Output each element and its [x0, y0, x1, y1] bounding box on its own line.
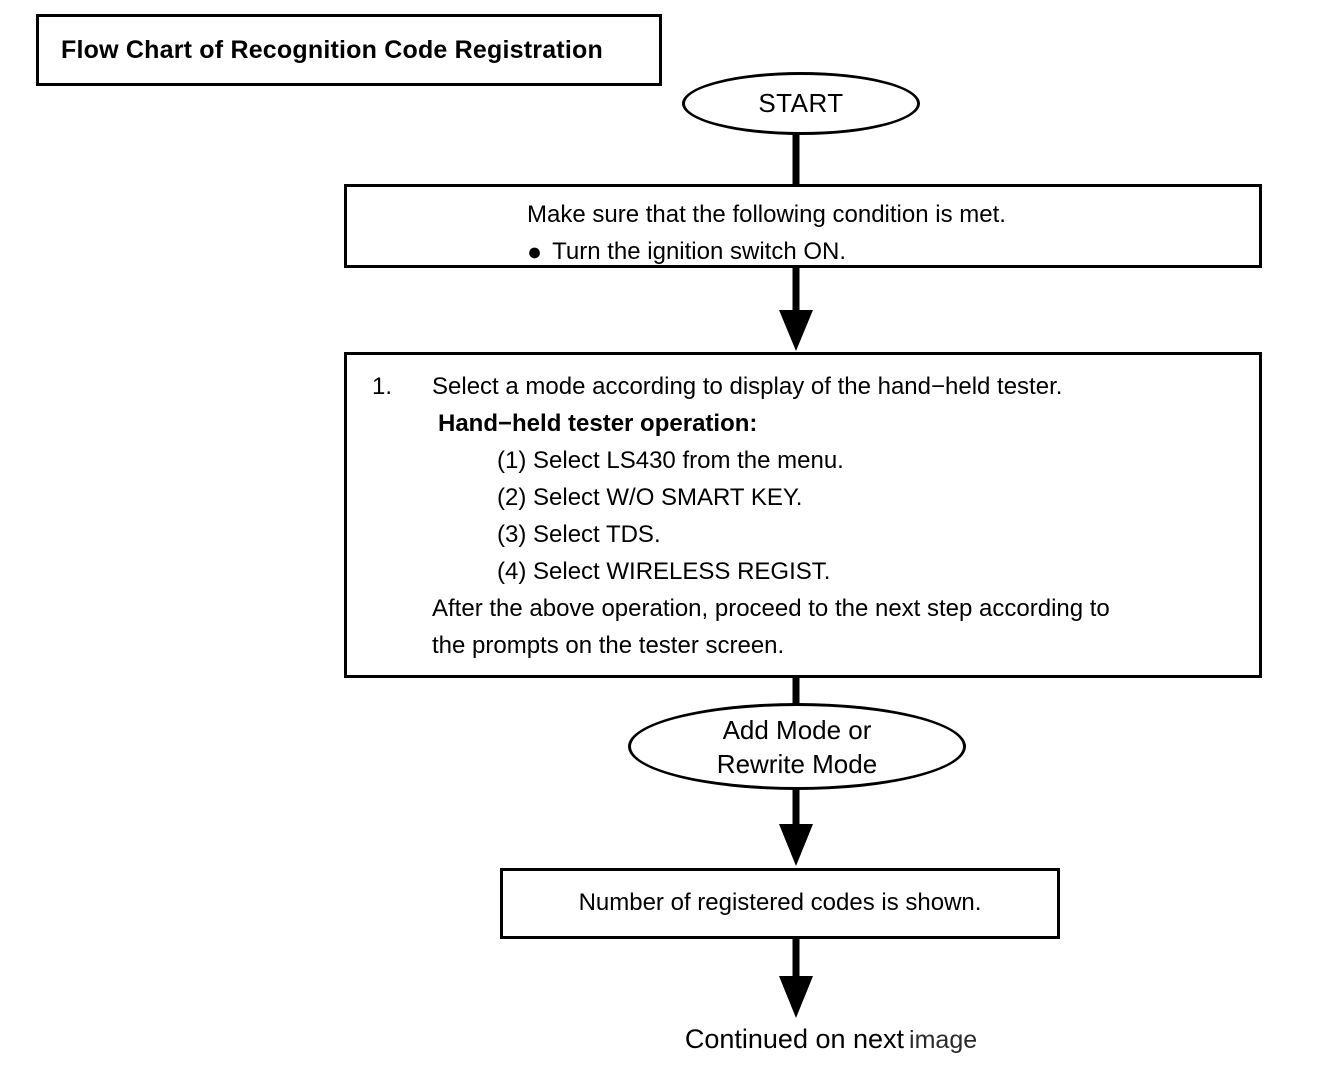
arrowhead-down-icon [779, 310, 813, 351]
step-footer-line1: After the above operation, proceed to th… [432, 595, 1110, 622]
step-instruction-row: 1. Select a mode according to display of … [372, 368, 1259, 405]
connector-mode-to-result [779, 786, 813, 866]
start-label: START [758, 88, 844, 118]
arrowhead-down-icon [779, 824, 813, 866]
condition-line1: Make sure that the following condition i… [527, 201, 1006, 228]
continued-text: Continued on next [684, 1024, 905, 1054]
step-box: 1. Select a mode according to display of … [344, 352, 1262, 678]
result-label: Number of registered codes is shown. [578, 889, 982, 916]
mode-line1: Add Mode or [722, 715, 872, 745]
page-title-box: Flow Chart of Recognition Code Registrat… [36, 14, 662, 86]
result-box: Number of registered codes is shown. [500, 868, 1060, 939]
step-footer-line2: the prompts on the tester screen. [432, 632, 785, 659]
step-item-2: (2) Select W/O SMART KEY. [497, 484, 803, 511]
step-number: 1. [372, 373, 393, 400]
step-item-3: (3) Select TDS. [497, 521, 661, 548]
connector-condition-to-step [779, 266, 813, 351]
page-title: Flow Chart of Recognition Code Registrat… [61, 35, 603, 64]
mode-line2: Rewrite Mode [716, 749, 878, 779]
arrowhead-down-icon [779, 976, 813, 1018]
condition-box: Make sure that the following condition i… [344, 184, 1262, 268]
condition-line2: ● Turn the ignition switch ON. [527, 233, 1259, 270]
step-subtitle: Hand−held tester operation: [438, 410, 758, 437]
step-item-1: (1) Select LS430 from the menu. [497, 447, 844, 474]
continued-suffix: image [909, 1026, 978, 1054]
bullet-icon: ● [527, 238, 543, 266]
condition-line2-text: Turn the ignition switch ON. [552, 238, 847, 265]
connector-result-to-continued [779, 936, 813, 1018]
step-item-4: (4) Select WIRELESS REGIST. [497, 558, 831, 585]
step-instruction: Select a mode according to display of th… [432, 373, 1063, 400]
start-terminal: START [682, 72, 920, 135]
mode-ellipse: Add Mode or Rewrite Mode [628, 703, 966, 790]
